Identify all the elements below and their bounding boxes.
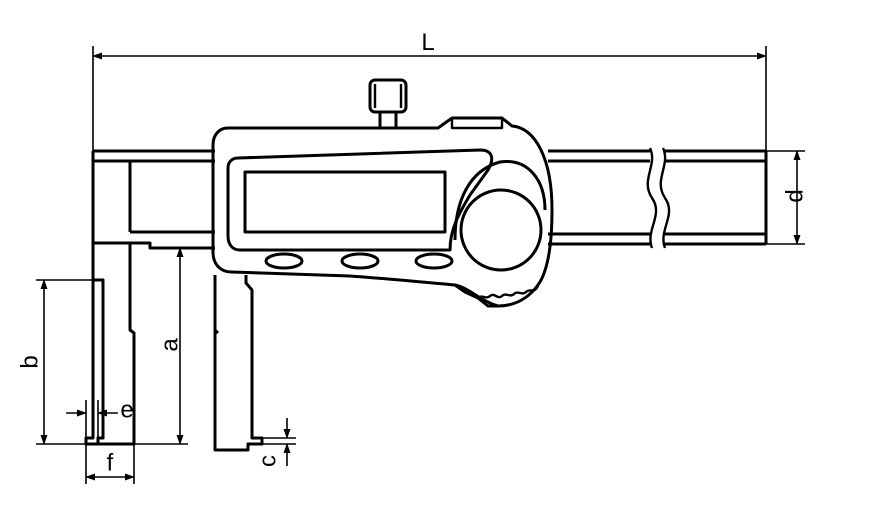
dimension-a: a <box>134 247 188 445</box>
dimension-L: L <box>92 29 767 151</box>
dimension-d: d <box>766 150 808 245</box>
dimension-e: e <box>66 396 134 438</box>
label-a: a <box>156 338 183 352</box>
label-b: b <box>16 355 43 368</box>
dimension-f: f <box>85 444 135 484</box>
dimension-c: c <box>254 418 296 467</box>
caliper-beam <box>91 147 768 280</box>
label-d: d <box>781 189 808 202</box>
label-c: c <box>254 455 281 467</box>
caliper-head <box>211 78 554 308</box>
sliding-jaw <box>213 275 264 452</box>
label-L: L <box>421 29 434 56</box>
label-f: f <box>107 449 114 476</box>
dimension-b: b <box>16 279 93 445</box>
label-e: e <box>120 396 133 423</box>
fixed-jaw <box>84 241 215 446</box>
